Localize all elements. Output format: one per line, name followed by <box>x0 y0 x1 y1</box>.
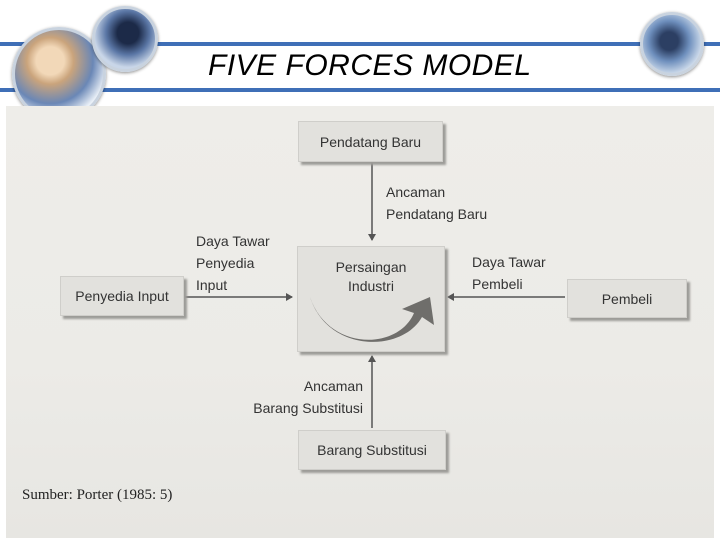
businessman-photo <box>92 6 158 72</box>
office-worker-photo <box>640 12 704 76</box>
label-ancaman-pendatang-baru: Ancaman Pendatang Baru <box>386 184 488 222</box>
node-pendatang-baru: Pendatang Baru <box>298 121 443 162</box>
node-barang-substitusi: Barang Substitusi <box>298 430 446 470</box>
label-ancaman-barang-substitusi: Ancaman Barang Substitusi <box>253 378 363 416</box>
node-center-label: Persaingan Industri <box>335 259 407 294</box>
node-penyedia-input: Penyedia Input <box>60 276 184 316</box>
curved-arrow-icon <box>310 297 434 342</box>
node-persaingan-industri: Persaingan Industri <box>297 246 445 352</box>
node-pembeli: Pembeli <box>567 279 687 318</box>
label-daya-tawar-pembeli: Daya Tawar Pembeli <box>472 254 546 292</box>
page-title: FIVE FORCES MODEL <box>208 49 532 82</box>
label-daya-tawar-penyedia: Daya Tawar Penyedia Input <box>196 233 270 293</box>
source-caption: Sumber: Porter (1985: 5) <box>22 487 173 503</box>
